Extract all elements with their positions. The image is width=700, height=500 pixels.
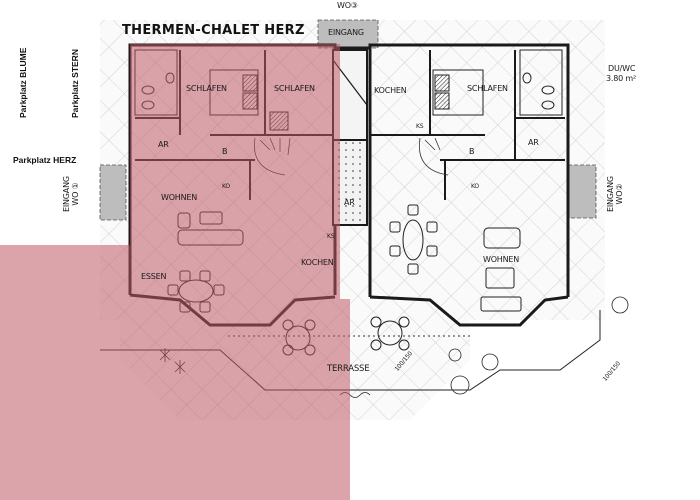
room-left-ar: AR	[158, 140, 169, 149]
room-left-schlafen-1: SCHLAFEN	[186, 84, 227, 93]
room-right-ks: KS	[416, 123, 424, 130]
room-middle-ar: AR	[344, 198, 355, 207]
coffee-table-right	[480, 227, 522, 312]
chalet-title: THERMEN-CHALET HERZ	[122, 23, 305, 38]
bath-right-label: DU/WC	[608, 64, 636, 73]
entrance-wo3-unit: WO③	[337, 1, 358, 10]
entrance-wo2-mat	[567, 164, 597, 219]
entrance-wo3-label: EINGANG	[328, 28, 364, 37]
room-left-ko: KO	[222, 183, 230, 190]
bed-left-single	[269, 111, 289, 131]
bathroom-right	[519, 49, 563, 116]
room-right-ko: KO	[471, 183, 479, 190]
room-left-b: B	[222, 147, 228, 156]
stairs-right	[418, 137, 449, 176]
room-right-ar: AR	[528, 138, 539, 147]
parking-label-blume: Parkplatz BLUME	[18, 47, 28, 118]
room-right-wohnen: WOHNEN	[483, 255, 520, 264]
dining-table-right	[389, 204, 438, 275]
room-left-kochen: KOCHEN	[301, 258, 334, 267]
room-right-kochen: KOCHEN	[374, 86, 407, 95]
room-left-schlafen-2: SCHLAFEN	[274, 84, 315, 93]
room-left-ks: KS	[327, 233, 335, 240]
terrace-table-right	[370, 316, 410, 351]
room-left-essen: ESSEN	[141, 272, 167, 281]
bed-right-double	[432, 69, 484, 116]
entrance-wo1-label: EINGANG WO ①	[62, 176, 80, 212]
bath-right-area: 3.80 m²	[606, 74, 636, 83]
room-right-b: B	[469, 147, 475, 156]
entrance-wo1-mat	[99, 164, 127, 221]
entrance-wo2-label: EINGANG WO②	[606, 176, 624, 212]
room-left-wohnen: WOHNEN	[161, 193, 198, 202]
entrance-wo3-mat	[317, 19, 379, 49]
room-right-schlafen: SCHLAFEN	[467, 84, 508, 93]
parking-label-herz: Parkplatz HERZ	[13, 155, 77, 165]
terrace-label: TERRASSE	[327, 364, 370, 374]
parking-label-stern: Parkplatz STERN	[70, 49, 80, 118]
